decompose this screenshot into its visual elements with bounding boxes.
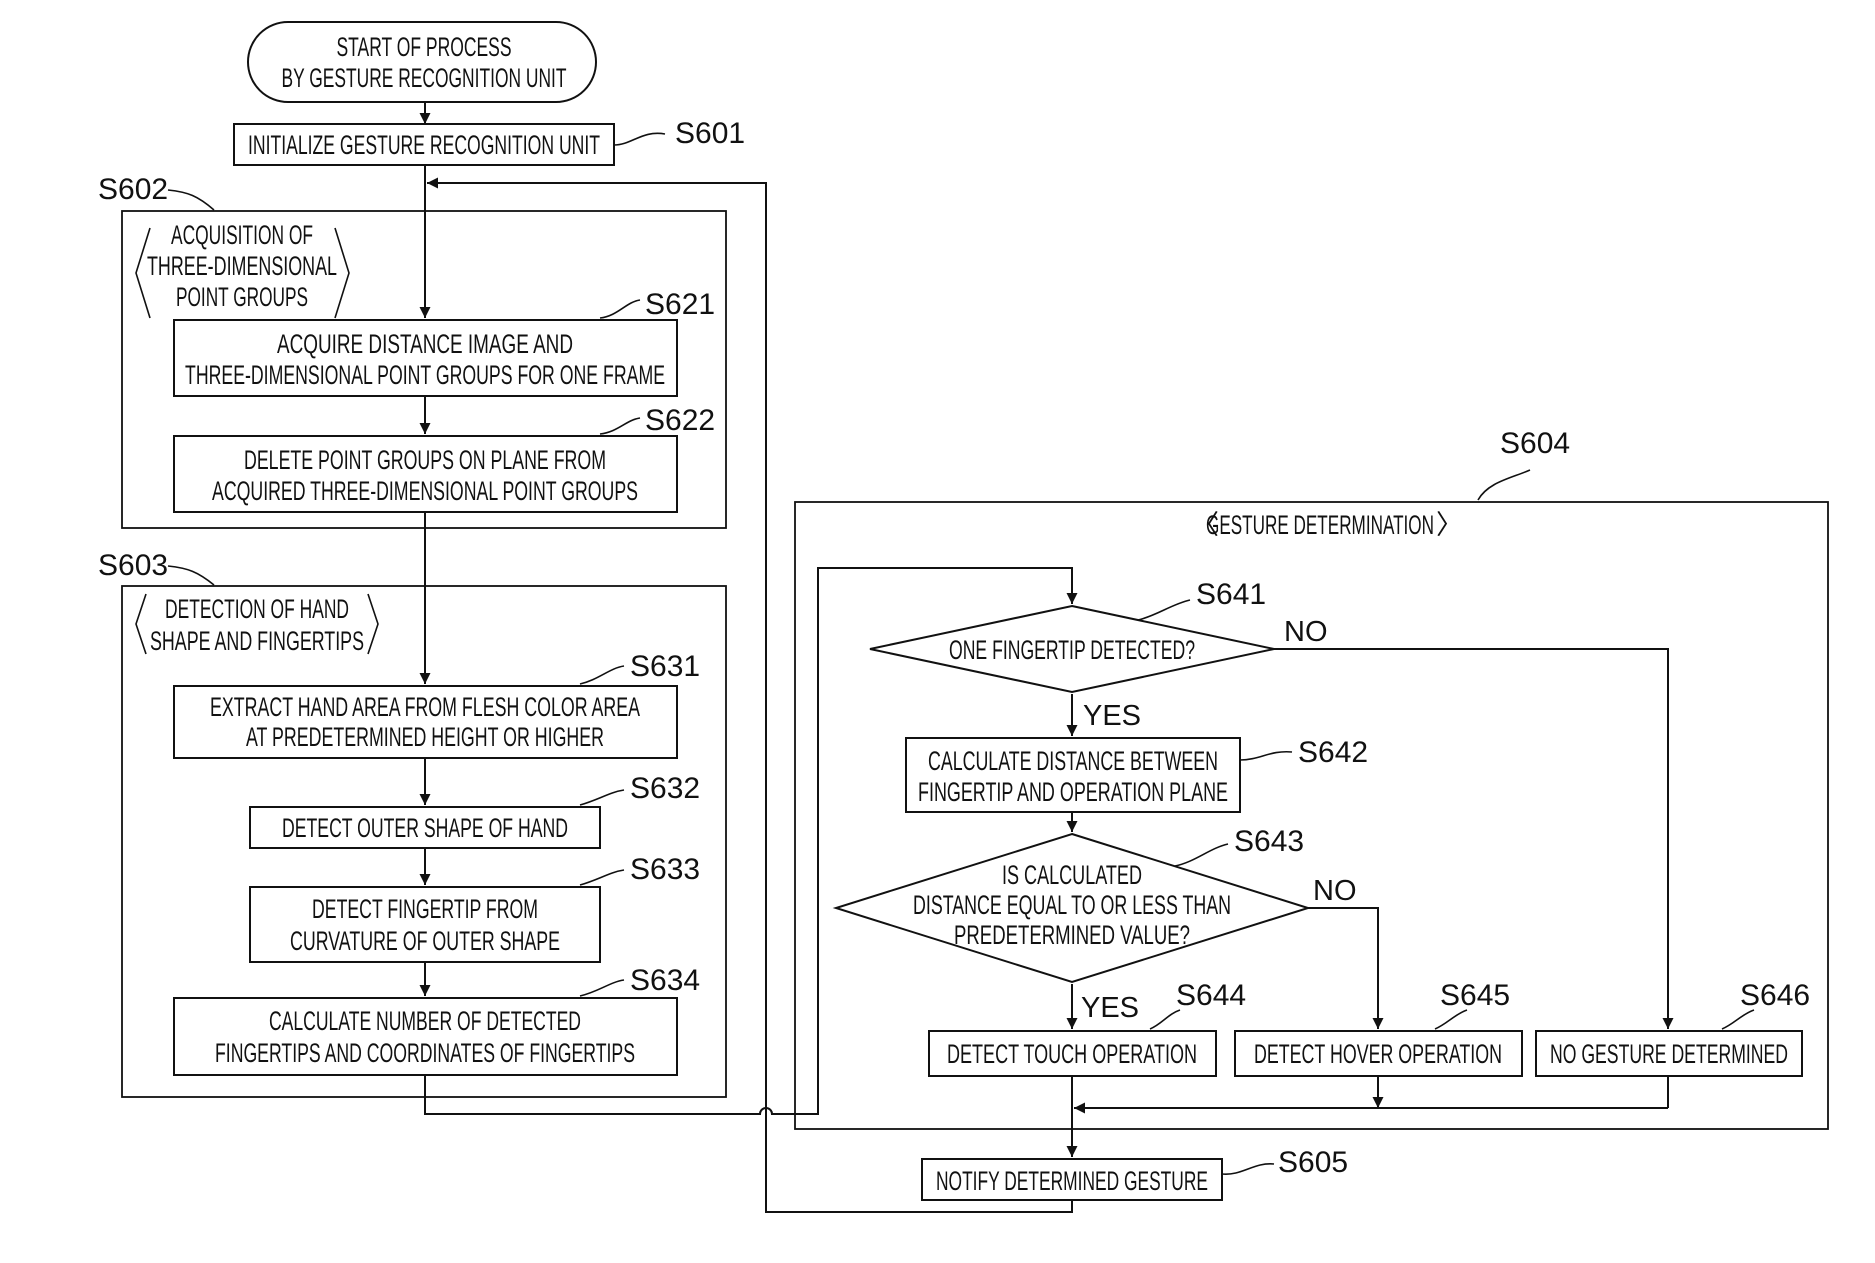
s633-line-2: CURVATURE OF OUTER SHAPE (290, 926, 560, 956)
s633-line-1: DETECT FINGERTIP FROM (312, 894, 538, 924)
s621-line-1: ACQUIRE DISTANCE IMAGE AND (277, 329, 573, 359)
decision-s641-one-fingertip: ONE FINGERTIP DETECTED? S641 NO YES (870, 578, 1328, 732)
s605-ref: S605 (1278, 1146, 1348, 1179)
s643-line-1: IS CALCULATED (1002, 860, 1142, 890)
s645-text: DETECT HOVER OPERATION (1254, 1039, 1502, 1069)
start-line-1: START OF PROCESS (337, 32, 512, 62)
s604-bracket-right: 〉 (1436, 510, 1463, 540)
step-s631-extract-hand-area: EXTRACT HAND AREA FROM FLESH COLOR AREA … (174, 650, 700, 758)
s642-line-1: CALCULATE DISTANCE BETWEEN (928, 746, 1218, 776)
s642-ref: S642 (1298, 736, 1368, 769)
s601-text: INITIALIZE GESTURE RECOGNITION UNIT (248, 130, 600, 160)
s644-text: DETECT TOUCH OPERATION (947, 1039, 1197, 1069)
s633-ref: S633 (630, 853, 700, 886)
s603-title-1: DETECTION OF HAND (165, 594, 349, 624)
s603-title-2: SHAPE AND FINGERTIPS (150, 626, 364, 656)
s631-ref: S631 (630, 650, 700, 683)
s646-ref: S646 (1740, 979, 1810, 1012)
s603-ref: S603 (98, 549, 168, 582)
s602-ref: S602 (98, 173, 168, 206)
s643-ref: S643 (1234, 825, 1304, 858)
s622-line-2: ACQUIRED THREE-DIMENSIONAL POINT GROUPS (212, 476, 638, 506)
s631-line-2: AT PREDETERMINED HEIGHT OR HIGHER (246, 722, 604, 752)
s643-line-3: PREDETERMINED VALUE? (954, 920, 1190, 950)
s643-line-2: DISTANCE EQUAL TO OR LESS THAN (913, 890, 1231, 920)
s645-ref: S645 (1440, 979, 1510, 1012)
s643-no-label: NO (1313, 875, 1357, 907)
s601-ref: S601 (675, 117, 745, 150)
s605-text: NOTIFY DETERMINED GESTURE (936, 1166, 1208, 1196)
start-terminal: START OF PROCESS BY GESTURE RECOGNITION … (248, 22, 596, 102)
step-s634-calculate-fingertips: CALCULATE NUMBER OF DETECTED FINGERTIPS … (174, 964, 700, 1075)
step-s646-no-gesture: NO GESTURE DETERMINED S646 (1536, 979, 1810, 1076)
s641-text: ONE FINGERTIP DETECTED? (949, 635, 1195, 665)
s604-title: GESTURE DETERMINATION (1206, 510, 1434, 540)
s641-yes-label: YES (1083, 700, 1141, 732)
s642-line-2: FINGERTIP AND OPERATION PLANE (918, 777, 1228, 807)
s632-text: DETECT OUTER SHAPE OF HAND (282, 813, 568, 843)
s622-line-1: DELETE POINT GROUPS ON PLANE FROM (244, 445, 606, 475)
start-line-2: BY GESTURE RECOGNITION UNIT (282, 63, 567, 93)
s641-ref: S641 (1196, 578, 1266, 611)
s634-ref: S634 (630, 964, 700, 997)
s602-title-3: POINT GROUPS (176, 282, 308, 312)
s646-text: NO GESTURE DETERMINED (1550, 1039, 1788, 1069)
step-s632-detect-outer-shape: DETECT OUTER SHAPE OF HAND S632 (250, 772, 700, 848)
step-s605-notify-gesture: NOTIFY DETERMINED GESTURE S605 (922, 1146, 1348, 1200)
decision-s643-distance-threshold: IS CALCULATED DISTANCE EQUAL TO OR LESS … (836, 825, 1357, 1024)
step-s633-detect-fingertip: DETECT FINGERTIP FROM CURVATURE OF OUTER… (250, 853, 700, 962)
step-s601-initialize: INITIALIZE GESTURE RECOGNITION UNIT S601 (234, 117, 745, 165)
step-s622-delete-point-groups: DELETE POINT GROUPS ON PLANE FROM ACQUIR… (174, 404, 715, 512)
s604-ref: S604 (1500, 427, 1570, 460)
step-s642-calculate-distance: CALCULATE DISTANCE BETWEEN FINGERTIP AND… (906, 736, 1368, 812)
s622-ref: S622 (645, 404, 715, 437)
s634-line-2: FINGERTIPS AND COORDINATES OF FINGERTIPS (215, 1038, 635, 1068)
s621-line-2: THREE-DIMENSIONAL POINT GROUPS FOR ONE F… (185, 360, 665, 390)
s643-yes-label: YES (1081, 992, 1139, 1024)
s641-no-label: NO (1284, 616, 1328, 648)
s602-title-2: THREE-DIMENSIONAL (147, 251, 337, 281)
s631-line-1: EXTRACT HAND AREA FROM FLESH COLOR AREA (210, 692, 640, 722)
s644-ref: S644 (1176, 979, 1246, 1012)
s632-ref: S632 (630, 772, 700, 805)
s602-title-1: ACQUISITION OF (171, 220, 313, 250)
s621-ref: S621 (645, 288, 715, 321)
s634-line-1: CALCULATE NUMBER OF DETECTED (269, 1006, 581, 1036)
